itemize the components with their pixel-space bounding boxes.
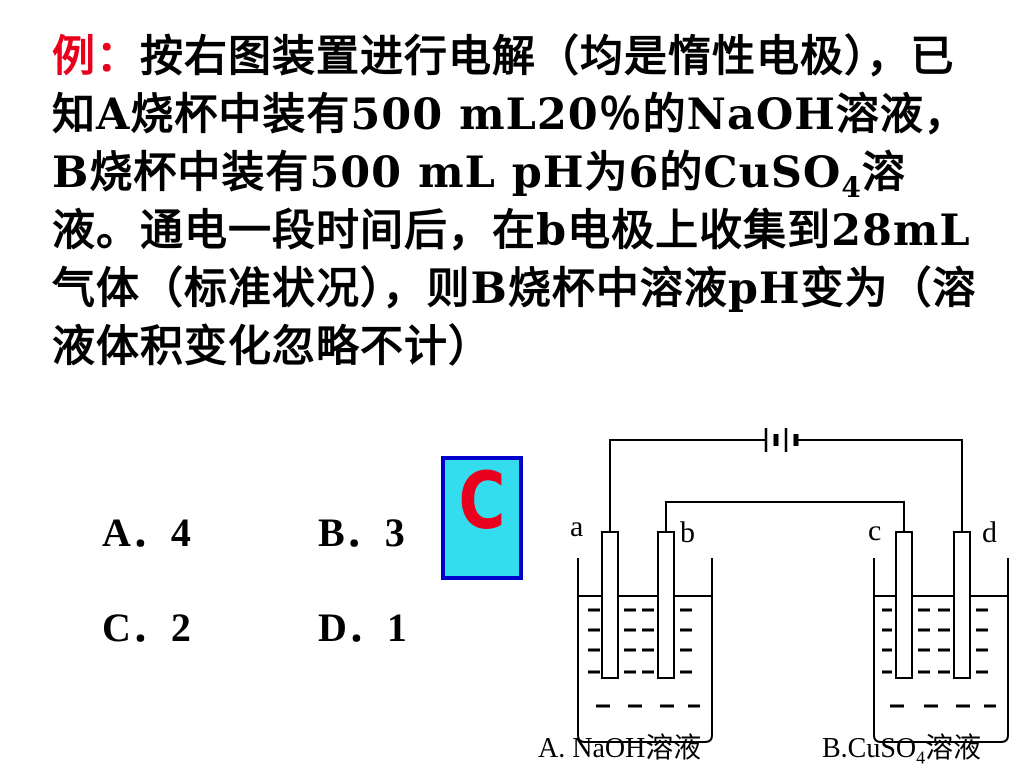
option-d-value: 1 [386,605,407,650]
option-a-letter: A． [102,510,171,555]
option-c-value: 2 [170,605,191,650]
inner-wire [665,501,905,532]
liquid-dashes-a [588,608,700,708]
liquid-dashes-b [882,608,996,708]
beaker-b-label-sub: 4 [916,747,926,768]
question-body-1: 按右图装置进行电解（均是惰性电极），已知A烧杯中装有500 mL20％的NaOH… [52,32,968,198]
answer-box: C [441,456,523,580]
option-d: D．1 [318,595,407,653]
beaker-b-label-suffix: 溶液 [925,733,982,764]
option-b-letter: B． [318,510,385,555]
option-d-letter: D． [318,605,387,650]
question-subscript: 4 [841,171,862,204]
beaker-a [577,558,713,743]
question-body-2: 溶液。通电一段时间后，在b电极上收集到28mL气体（标准状况），则B烧杯中溶液p… [52,148,977,372]
beaker-b-label: B.CuSO4溶液 [822,726,981,769]
electrode-label-d: d [982,516,997,549]
question-text: 例：按右图装置进行电解（均是惰性电极），已知A烧杯中装有500 mL20％的Na… [52,28,982,376]
electrode-b [657,531,675,679]
option-c: C．2 [102,595,191,653]
example-label: 例： [52,32,140,82]
electrode-a [601,531,619,679]
electrode-label-c: c [868,514,882,547]
option-b-value: 3 [384,510,405,555]
electrolysis-diagram: a b c d A. NaOH溶液 B.CuSO4溶液 [530,410,1024,768]
option-b: B．3 [318,500,405,558]
electrode-label-a: a [570,510,584,543]
electrode-label-b: b [680,516,695,549]
battery-icon [764,428,799,452]
option-a: A．4 [102,500,191,558]
outer-wire [609,439,766,532]
electrode-c [895,531,913,679]
beaker-b-label-prefix: B.CuSO [822,733,917,764]
circuit-drawing [577,428,1009,743]
outer-wire-right [796,439,963,534]
beaker-a-label: A. NaOH溶液 [538,733,702,764]
option-c-letter: C． [102,605,171,650]
electrode-d [953,531,971,679]
beaker-b [873,558,1009,743]
option-a-value: 4 [170,510,191,555]
answer-letter: C [458,457,506,547]
